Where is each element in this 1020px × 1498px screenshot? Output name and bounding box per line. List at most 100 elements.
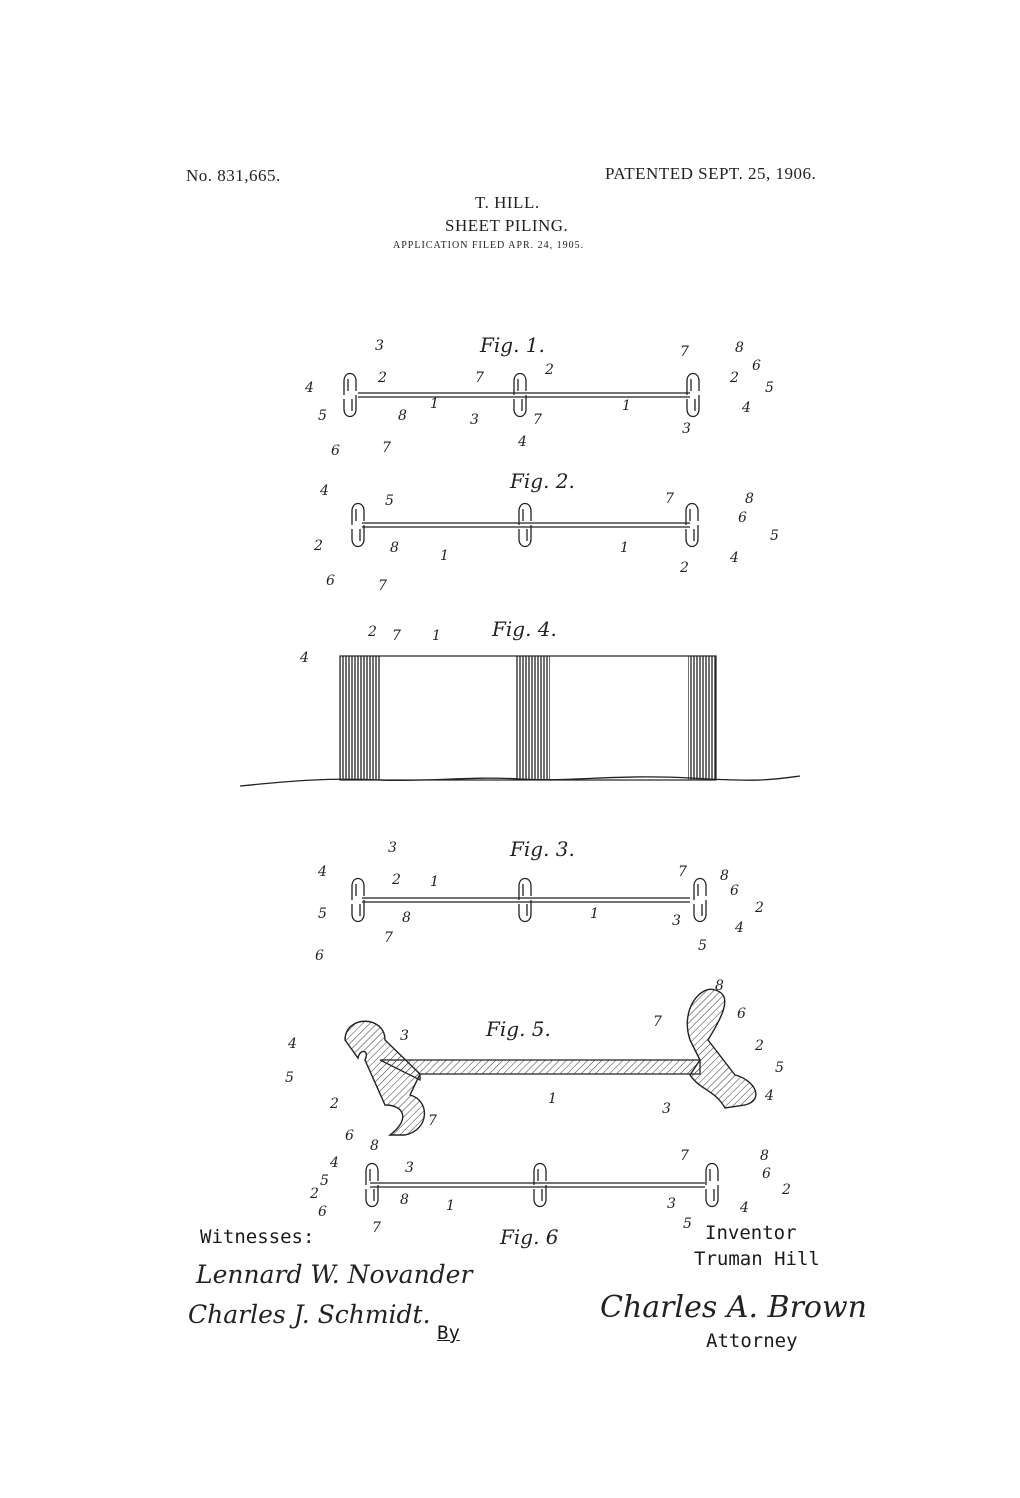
inventor-name: Truman Hill xyxy=(694,1248,820,1270)
fig1-reference-numeral: 6 xyxy=(331,443,340,459)
fig4-reference-numeral: 2 xyxy=(367,624,377,640)
fig1-reference-numeral: 6 xyxy=(752,358,761,374)
fig1-reference-numeral: 1 xyxy=(430,396,439,412)
fig1-reference-numeral: 4 xyxy=(304,380,314,396)
fig4-ground-line xyxy=(239,775,801,787)
fig5-reference-numeral: 7 xyxy=(428,1113,437,1129)
fig2-reference-numeral: 1 xyxy=(620,540,629,556)
fig6-reference-numeral: 4 xyxy=(739,1200,749,1216)
fig5-reference-numeral: 4 xyxy=(764,1088,774,1104)
fig6-reference-numeral: 2 xyxy=(309,1186,319,1202)
fig1-reference-numeral: 4 xyxy=(741,400,751,416)
fig3-reference-numeral: 5 xyxy=(698,938,707,954)
fig4-interlock-band-1 xyxy=(515,656,550,780)
fig6-reference-numeral: 8 xyxy=(400,1192,409,1208)
fig6-reference-numeral: 6 xyxy=(318,1204,327,1220)
fig5-right-hook xyxy=(686,988,757,1109)
fig5-reference-numeral: 6 xyxy=(345,1128,354,1144)
fig6-reference-numeral: 8 xyxy=(760,1148,769,1164)
patent-number: No. 831,665. xyxy=(186,166,281,185)
fig5-reference-numeral: 8 xyxy=(715,978,724,994)
fig1-reference-numeral: 7 xyxy=(475,370,484,386)
fig5-reference-numeral: 1 xyxy=(548,1091,557,1107)
fig2-reference-numeral: 2 xyxy=(679,560,689,576)
fig3-reference-numeral: 4 xyxy=(734,920,744,936)
fig6-interlock-2 xyxy=(705,1162,719,1208)
fig1-reference-numeral: 5 xyxy=(765,380,774,396)
fig6-interlock-0 xyxy=(365,1162,379,1208)
fig2-interlock-1 xyxy=(518,502,532,548)
fig1-reference-numeral: 5 xyxy=(318,408,327,424)
fig2-interlock-2 xyxy=(685,502,699,548)
inventor-short: T. HILL. xyxy=(475,193,540,212)
fig3-reference-numeral: 7 xyxy=(678,864,687,880)
fig3-interlock-1 xyxy=(518,877,532,923)
fig6-reference-numeral: 3 xyxy=(405,1160,414,1176)
fig5-reference-numeral: 7 xyxy=(653,1014,662,1030)
inventor-label: Inventor xyxy=(705,1222,797,1244)
fig2-reference-numeral: 8 xyxy=(390,540,399,556)
fig1-reference-numeral: 3 xyxy=(470,412,479,428)
fig5-left-hook xyxy=(344,1020,426,1136)
fig2-reference-numeral: 7 xyxy=(378,578,387,594)
fig3-title: Fig. 3. xyxy=(509,837,575,861)
fig2-reference-numeral: 5 xyxy=(770,528,779,544)
fig1-reference-numeral: 8 xyxy=(735,340,744,356)
fig3-reference-numeral: 2 xyxy=(754,900,764,916)
fig3-reference-numeral: 1 xyxy=(590,906,599,922)
fig1-reference-numeral: 2 xyxy=(544,362,554,378)
fig2-reference-numeral: 2 xyxy=(313,538,323,554)
application-filed: APPLICATION FILED APR. 24, 1905. xyxy=(393,240,585,251)
fig1-interlock-2 xyxy=(686,372,700,418)
fig2-reference-numeral: 6 xyxy=(738,510,747,526)
fig3-reference-numeral: 1 xyxy=(430,874,439,890)
fig5-reference-numeral: 5 xyxy=(285,1070,294,1086)
by-label: By xyxy=(437,1322,460,1344)
fig3-reference-numeral: 3 xyxy=(388,840,397,856)
fig3-interlock-0 xyxy=(351,877,365,923)
fig6-interlock-1 xyxy=(533,1162,547,1208)
fig1-reference-numeral: 7 xyxy=(382,440,391,456)
fig6-reference-numeral: 7 xyxy=(372,1220,381,1236)
fig3-reference-numeral: 4 xyxy=(317,864,327,880)
fig2-reference-numeral: 4 xyxy=(319,483,329,499)
fig2-interlock-0 xyxy=(351,502,365,548)
fig1-reference-numeral: 1 xyxy=(622,398,631,414)
witnesses-label: Witnesses: xyxy=(200,1226,315,1248)
fig6-reference-numeral: 7 xyxy=(680,1148,689,1164)
attorney-signature: Charles A. Brown xyxy=(600,1290,867,1325)
fig6-reference-numeral: 5 xyxy=(320,1173,329,1189)
fig3-reference-numeral: 8 xyxy=(720,868,729,884)
fig3-interlock-2 xyxy=(693,877,707,923)
fig4-reference-numeral: 4 xyxy=(299,650,309,666)
fig3-reference-numeral: 6 xyxy=(730,883,739,899)
fig4-reference-numeral: 1 xyxy=(432,628,441,644)
fig3-reference-numeral: 6 xyxy=(315,948,324,964)
fig5-reference-numeral: 6 xyxy=(737,1006,746,1022)
fig4-title: Fig. 4. xyxy=(491,617,557,641)
fig5-reference-numeral: 2 xyxy=(329,1096,339,1112)
fig1-reference-numeral: 7 xyxy=(533,412,542,428)
fig1-reference-numeral: 2 xyxy=(377,370,387,386)
fig2-reference-numeral: 5 xyxy=(385,493,394,509)
fig1-interlock-0 xyxy=(343,372,357,418)
fig5-title: Fig. 5. xyxy=(485,1017,551,1041)
fig2-reference-numeral: 8 xyxy=(745,491,754,507)
attorney-label: Attorney xyxy=(706,1330,798,1352)
fig5-reference-numeral: 3 xyxy=(662,1101,671,1117)
fig1-reference-numeral: 8 xyxy=(398,408,407,424)
fig4-interlock-band-0 xyxy=(340,656,380,780)
fig1-reference-numeral: 3 xyxy=(682,421,691,437)
fig4-reference-numeral: 7 xyxy=(392,628,401,644)
witness-signature-2: Charles J. Schmidt. xyxy=(188,1300,431,1329)
patented-date: PATENTED SEPT. 25, 1906. xyxy=(605,164,817,183)
fig3-reference-numeral: 8 xyxy=(402,910,411,926)
witness-signature-1: Lennard W. Novander xyxy=(196,1260,473,1289)
fig4-interlock-band-2 xyxy=(688,656,716,780)
fig1-reference-numeral: 3 xyxy=(375,338,384,354)
fig3-reference-numeral: 3 xyxy=(672,913,681,929)
fig1-interlock-1 xyxy=(513,372,527,418)
fig2-reference-numeral: 6 xyxy=(326,573,335,589)
